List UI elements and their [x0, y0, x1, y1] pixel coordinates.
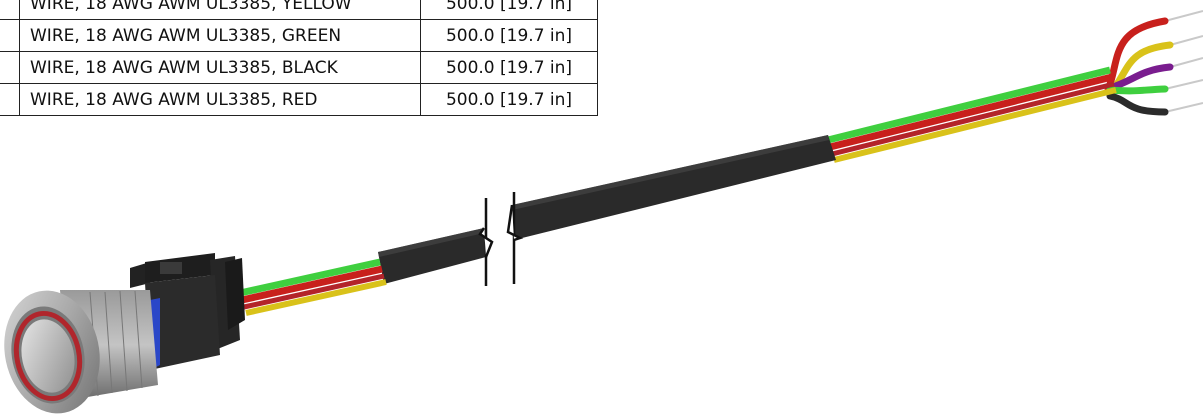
bom-row-partial: WIRE, 18 AWG AWM UL3385, YELLOW 500.0 [1… — [0, 0, 598, 20]
purple-wire-end — [1106, 63, 1174, 92]
bom-row: WIRE, 18 AWG AWM UL3385, GREEN 500.0 [19… — [0, 19, 598, 52]
conductor-tips — [1164, 10, 1203, 113]
led-ring — [13, 310, 83, 402]
bom-description: WIRE, 18 AWG AWM UL3385, RED — [19, 83, 421, 116]
bom-length: 500.0 [19.7 in] — [420, 19, 598, 52]
cable-break-symbol — [478, 192, 524, 286]
cable-jacket-left — [378, 228, 486, 284]
bom-length: 500.0 [19.7 in] — [420, 83, 598, 116]
black-wire-end — [1106, 92, 1169, 116]
bom-length: 500.0 [19.7 in] — [420, 0, 598, 20]
wire-bundle-right — [827, 66, 1117, 163]
wire-bundle-left — [239, 258, 387, 316]
bom-description: WIRE, 18 AWG AWM UL3385, GREEN — [19, 19, 421, 52]
green-wire-end — [1106, 85, 1169, 95]
bom-length: 500.0 [19.7 in] — [420, 51, 598, 84]
bom-row: WIRE, 18 AWG AWM UL3385, BLACK 500.0 [19… — [0, 51, 598, 84]
connector-housing — [130, 253, 245, 370]
switch-lens — [21, 319, 75, 393]
wire-breakout — [1104, 17, 1174, 116]
cable-jacket-right — [512, 135, 836, 240]
illuminated-pushbutton-switch — [4, 290, 158, 414]
bom-description: WIRE, 18 AWG AWM UL3385, BLACK — [19, 51, 421, 84]
bom-description: WIRE, 18 AWG AWM UL3385, YELLOW — [19, 0, 421, 20]
bom-table: WIRE, 18 AWG AWM UL3385, YELLOW 500.0 [1… — [0, 0, 598, 116]
bom-row: WIRE, 18 AWG AWM UL3385, RED 500.0 [19.7… — [0, 83, 598, 116]
